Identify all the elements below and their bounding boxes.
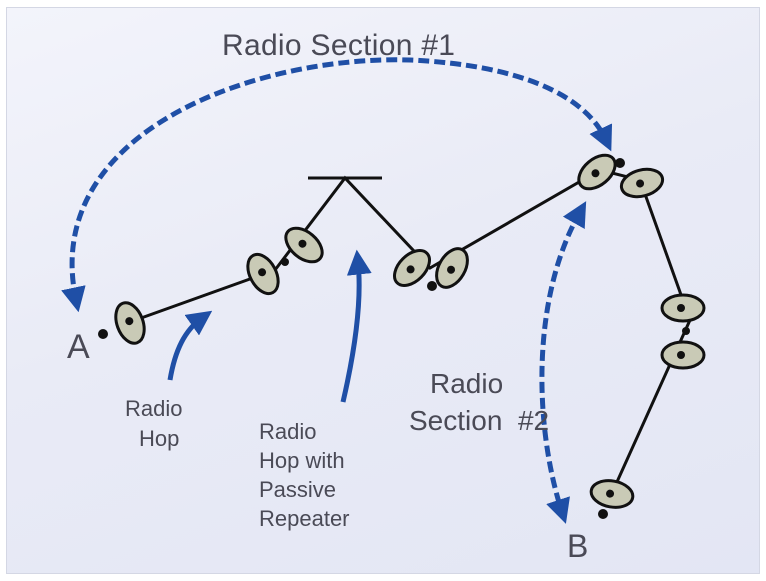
antenna-dish-mid-lower xyxy=(660,340,706,370)
point-a-label: A xyxy=(67,328,90,366)
passive-hop-line4: Repeater xyxy=(259,506,350,531)
radio-hop-line2: Hop xyxy=(139,426,180,451)
radio-hop-label: Radio Hop xyxy=(125,394,182,454)
hop-arrow xyxy=(167,310,213,381)
passive-hop-label: Radio Hop with Passive Repeater xyxy=(259,417,350,533)
section2-arrow xyxy=(539,201,587,524)
radio-link-path xyxy=(129,168,692,494)
antenna-dish-top-right xyxy=(616,163,668,203)
section2-label-line1: Radio xyxy=(430,368,504,399)
passive-hop-line3: Passive xyxy=(259,477,337,502)
antenna-dish-top-left xyxy=(571,147,623,197)
passive-hop-line1: Radio xyxy=(259,419,317,444)
section1-arrow xyxy=(61,57,613,313)
point-b-label: B xyxy=(567,528,589,564)
antenna-dish-mid-upper xyxy=(660,293,706,323)
section2-label-line2: Section #2 xyxy=(409,405,550,436)
passive-hop-arrow xyxy=(340,249,372,403)
section1-label: Radio Section #1 xyxy=(222,29,456,62)
passive-hop-line2: Hop with xyxy=(259,448,345,473)
antenna-dish-b xyxy=(587,476,637,512)
radio-hop-line1: Radio xyxy=(125,396,183,421)
antenna-dish-a xyxy=(109,297,151,349)
antenna-dish-hop1-left xyxy=(240,247,286,301)
